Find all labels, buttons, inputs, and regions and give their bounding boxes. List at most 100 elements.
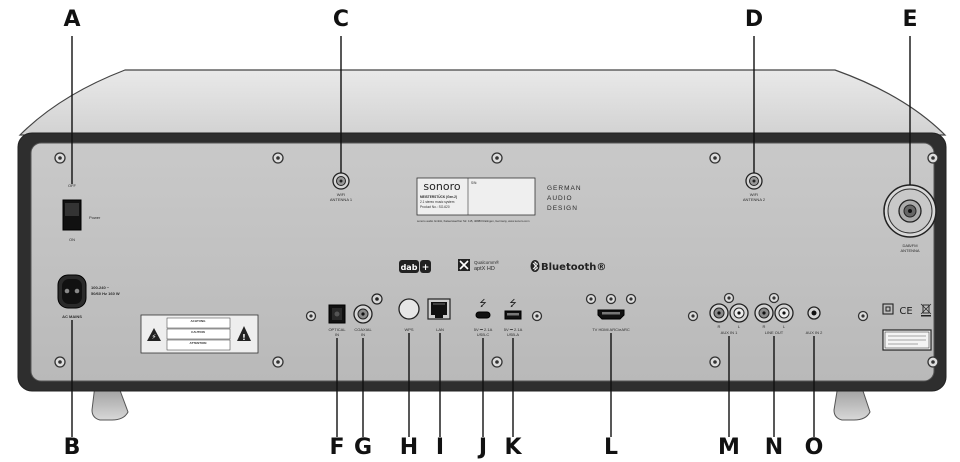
screw [927,356,939,368]
top-cover [18,69,947,136]
line-out-label: LINE OUT [765,330,784,335]
brand-logo: sonoro [423,180,460,193]
product-number: Product No.: SO-620 [420,205,450,209]
warning-attention: ATTENTION [190,341,207,345]
callout-l: L [603,435,619,460]
callout-b: B [63,435,81,460]
lan-port[interactable] [427,298,451,320]
ce-mark-icon: CE [899,306,912,317]
screw [768,292,780,304]
screw [927,152,939,164]
line-out-r: R [763,324,766,329]
callout-o: O [804,435,824,460]
wps-label: WPS [404,327,413,332]
bluetooth-text: Bluetooth® [541,262,606,273]
coaxial-label-1: COAXIAL [354,327,372,332]
dab-fm-antenna-connector[interactable] [883,184,937,238]
callout-i: I [435,435,445,460]
lan-label: LAN [436,327,444,332]
screw [687,310,699,322]
screw [54,152,66,164]
screw [491,356,503,368]
mains-spec-2: 50/60 Hz 160 W [91,291,120,296]
screw [857,310,869,322]
warning-achtung: ACHTUNG [191,319,207,323]
callout-e: E [902,7,918,32]
callout-d: D [744,7,764,32]
switch-on-label: ON [69,237,75,242]
wifi-antenna-2-connector[interactable] [745,172,763,190]
address-text: sonoro audio GmbH, Kaiserswerther Str. 1… [417,219,530,223]
model-sub: 2.1 stereo music system [420,200,455,204]
screw [272,356,284,368]
left-foot [91,384,129,421]
hdmi-arc-port[interactable] [597,309,625,320]
svg-text:⚡: ⚡ [152,333,157,341]
design-text: DESIGN [547,205,578,212]
aux-in-2-label: AUX IN 2 [806,330,823,335]
switch-power-label: Power [89,215,101,220]
svg-text:!: ! [242,333,246,342]
aux-in-1-r-jack[interactable] [709,303,729,323]
callout-a: A [63,7,81,32]
screw [709,356,721,368]
usbc-label-1: 5V ⎓ 2.1A [474,327,493,332]
optical-in-port[interactable] [328,304,346,324]
screw [723,292,735,304]
ac-mains-socket[interactable] [57,274,87,309]
line-out-l: L [783,324,786,329]
switch-off-label: OFF [68,183,77,188]
usba-label-1: 5V ⎓ 2.1A [504,327,523,332]
serial-label: S/N: [471,181,477,185]
model-name: MEISTERSTÜCK (Gen.2) [420,194,457,199]
line-out-l-jack[interactable] [774,303,794,323]
coaxial-label-2: IN [361,332,365,337]
callout-m: M [718,435,740,460]
dab-fm-label-2: ANTENNA [900,248,919,253]
line-out-r-jack[interactable] [754,303,774,323]
right-foot [833,384,871,421]
usb-a-port[interactable] [504,310,522,320]
aptx-hd-logo: Qualcomm® aptX HD [458,259,500,272]
qualcomm-text: Qualcomm® [474,259,500,265]
screw [491,152,503,164]
dab-fm-label-1: DAB/FM [902,243,917,248]
usb-a-symbol-icon: ⭍ [509,298,517,309]
hdmi-port-screws [585,293,637,305]
ac-mains-label: AC MAINS [62,314,82,319]
svg-text:dab: dab [401,263,418,272]
aux-in-2-jack[interactable] [807,306,821,320]
optical-label-1: OPTICAL [328,327,346,332]
aux-in-1-l-jack[interactable] [729,303,749,323]
coaxial-in-port[interactable] [353,293,383,324]
warning-caution: CAUTION [191,330,205,334]
callout-g: G [353,435,373,460]
hdmi-label: TV HDMI ARC/eARC [592,327,630,332]
aux-in-1-r: R [718,324,721,329]
wifi-1-label-1: WIFI [337,192,345,197]
wifi-antenna-1-connector[interactable] [332,172,350,190]
double-insulation-icon [882,303,894,315]
leader-lines [71,36,911,437]
audio-text: AUDIO [547,195,573,202]
bluetooth-logo: Bluetooth® [530,260,606,273]
wifi-1-label-2: ANTENNA 1 [330,197,353,202]
usbc-label-2: USB-C [477,332,490,337]
callout-n: N [764,435,784,460]
compliance-sticker [882,329,932,351]
dab-plus-logo: dab + [399,260,431,273]
aux-in-1-l: L [738,324,741,329]
german-text: GERMAN [547,185,582,192]
aux-in-1-label: AUX IN 1 [721,330,738,335]
callout-k: K [504,435,522,460]
callout-j: J [478,435,488,460]
mains-spec-1: 100-240 ~ [91,285,110,290]
wps-button[interactable] [398,298,420,320]
callout-h: H [399,435,419,460]
screw [531,310,543,322]
product-label: sonoro MEISTERSTÜCK (Gen.2) 2.1 stereo m… [416,177,536,216]
usb-c-symbol-icon: ⭍ [479,298,487,309]
usb-c-port[interactable] [475,311,491,319]
svg-text:+: + [422,263,430,273]
